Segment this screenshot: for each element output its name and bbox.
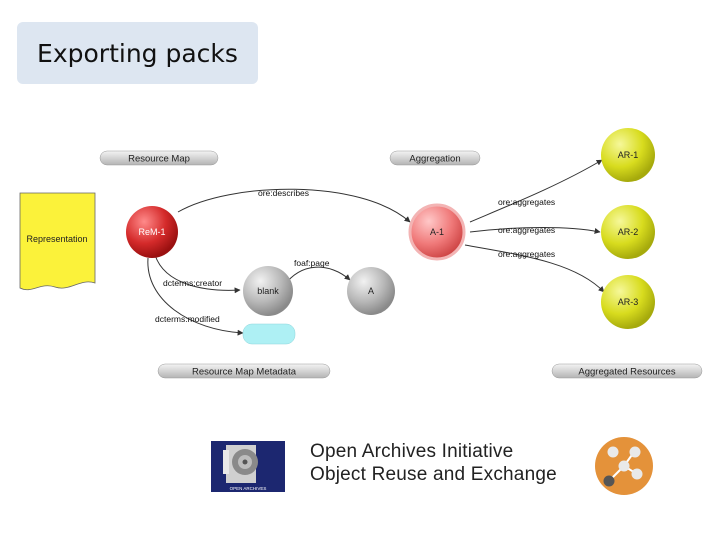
edge-foaf-page — [283, 266, 351, 287]
ar3-node: AR-3 — [601, 275, 655, 329]
svg-text:AR-3: AR-3 — [618, 297, 639, 307]
resource-map-label: Resource Map — [99, 150, 219, 166]
modified-literal — [242, 323, 296, 345]
edge-label-creator: dcterms:creator — [163, 278, 222, 288]
edge-label-foaf-page: foaf:page — [294, 258, 330, 268]
edge-aggregates-1 — [469, 159, 603, 223]
edge-label-describes: ore:describes — [258, 188, 309, 198]
edge-label-aggregates-1: ore:aggregates — [498, 197, 555, 207]
aggregated-resources-label: Aggregated Resources — [551, 363, 703, 379]
svg-text:Aggregated Resources: Aggregated Resources — [578, 367, 675, 378]
blank-node: blank — [243, 266, 293, 316]
svg-text:AR-1: AR-1 — [618, 150, 639, 160]
edge-creator — [154, 254, 241, 294]
svg-text:AR-2: AR-2 — [618, 227, 639, 237]
slide-title: Exporting packs — [17, 22, 258, 84]
svg-text:A: A — [368, 286, 374, 296]
svg-text:Resource Map Metadata: Resource Map Metadata — [192, 367, 297, 378]
svg-text:Representation: Representation — [26, 234, 87, 244]
edge-modified — [147, 257, 244, 336]
open-archives-logo: OPEN ARCHIVES — [211, 441, 285, 492]
footer-line-2: Object Reuse and Exchange — [310, 464, 557, 485]
edge-aggregates-3 — [464, 244, 605, 293]
edge-describes — [177, 188, 411, 223]
svg-text:blank: blank — [257, 286, 279, 296]
edge-label-aggregates-3: ore:aggregates — [498, 249, 555, 259]
svg-text:Aggregation: Aggregation — [409, 154, 460, 165]
ar2-node: AR-2 — [601, 205, 655, 259]
edge-label-modified: dcterms:modified — [155, 314, 220, 324]
ar1-node: AR-1 — [601, 128, 655, 182]
representation-document: Representation — [19, 192, 96, 291]
svg-text:A-1: A-1 — [430, 227, 444, 237]
resource-map-metadata-label: Resource Map Metadata — [157, 363, 331, 379]
edge-aggregates-2 — [469, 227, 601, 234]
edge-label-aggregates-2: ore:aggregates — [498, 225, 555, 235]
svg-text:Resource Map: Resource Map — [128, 154, 190, 165]
footer-line-1: Open Archives Initiative — [310, 441, 514, 462]
aggregation-label: Aggregation — [389, 150, 481, 166]
svg-text:ReM-1: ReM-1 — [138, 227, 165, 237]
agent-node: A — [347, 267, 395, 315]
ore-logo — [595, 437, 653, 495]
rem-node: ReM-1 — [126, 206, 178, 258]
svg-text:OPEN ARCHIVES: OPEN ARCHIVES — [230, 486, 267, 491]
aggregation-node: A-1 — [408, 203, 466, 261]
